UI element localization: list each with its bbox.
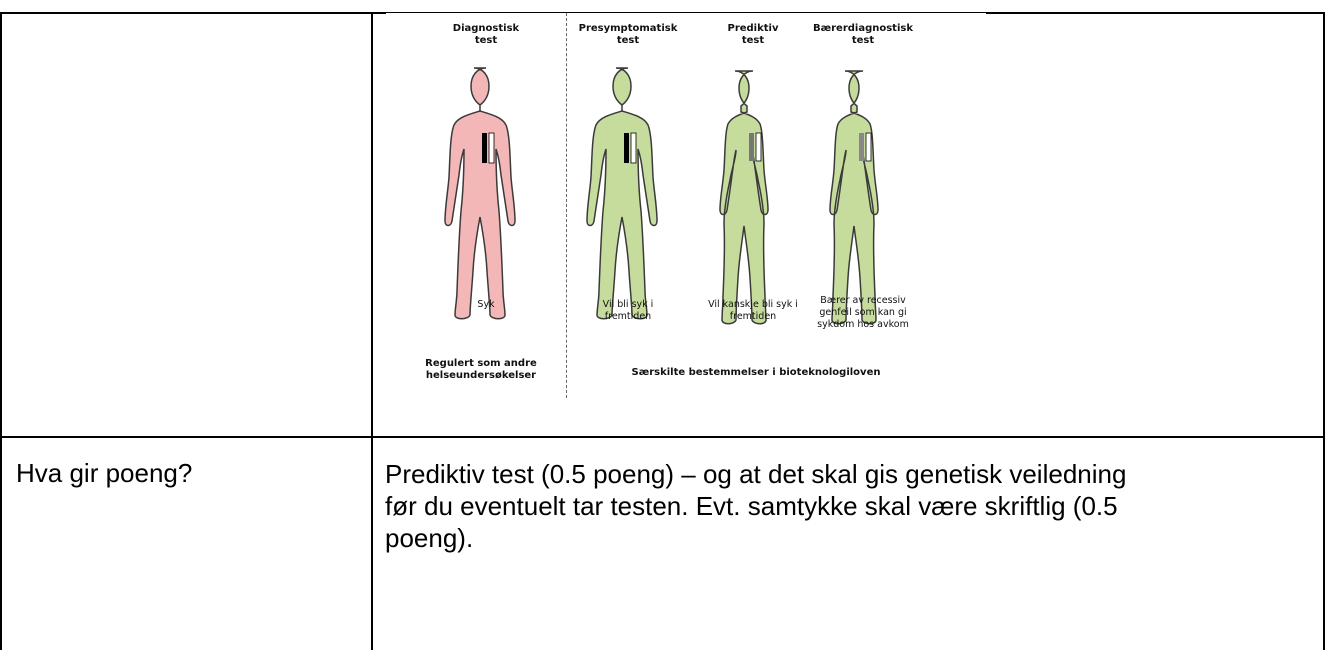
- answer-line: poeng).: [385, 522, 1315, 554]
- caption-line: Bærer av recessiv: [803, 295, 923, 307]
- title-line: test: [698, 35, 808, 47]
- title-prediktiv: Prediktiv test: [698, 23, 808, 47]
- figure-baererdiagnostisk-body: [830, 71, 878, 324]
- footer-left: Regulert som andre helseundersøkelser: [411, 358, 551, 382]
- title-line: test: [808, 35, 918, 47]
- title-diagnostisk: Diagnostisk test: [431, 23, 541, 47]
- caption-prediktiv: Vil kanskje bli syk i fremtiden: [693, 299, 813, 323]
- figure-diagnostisk-body: [445, 68, 515, 319]
- table-left-border: [0, 12, 2, 650]
- figure-presymptomatisk-body: [587, 68, 657, 319]
- table-row-divider: [0, 436, 1325, 438]
- answer-text: Prediktiv test (0.5 poeng) – og at det s…: [385, 458, 1315, 554]
- footer-right: Særskilte bestemmelser i bioteknologilov…: [606, 367, 906, 379]
- title-line: Presymptomatisk: [573, 23, 683, 35]
- caption-line: Vil kanskje bli syk i: [693, 299, 813, 311]
- answer-line: før du eventuelt tar testen. Evt. samtyk…: [385, 490, 1315, 522]
- caption-line: Vil bli syk i: [568, 299, 688, 311]
- title-line: Diagnostisk: [431, 23, 541, 35]
- caption-line: fremtiden: [568, 311, 688, 323]
- footer-line: Regulert som andre: [411, 358, 551, 370]
- answer-line: Prediktiv test (0.5 poeng) – og at det s…: [385, 458, 1315, 490]
- caption-presymptomatisk: Vil bli syk i fremtiden: [568, 299, 688, 323]
- caption-baererdiagnostisk: Bærer av recessiv genfeil som kan gi syk…: [803, 295, 923, 331]
- title-line: Bærerdiagnostisk: [808, 23, 918, 35]
- title-line: Prediktiv: [698, 23, 808, 35]
- title-line: test: [573, 35, 683, 47]
- footer-line: helseundersøkelser: [411, 370, 551, 382]
- title-presymptomatisk: Presymptomatisk test: [573, 23, 683, 47]
- genetic-tests-figure: Diagnostisk test Presymptomatisk test Pr…: [386, 13, 986, 398]
- title-line: test: [431, 35, 541, 47]
- caption-line: Syk: [426, 299, 546, 311]
- table-column-divider: [371, 12, 373, 650]
- caption-line: fremtiden: [693, 311, 813, 323]
- caption-line: sykdom hos avkom: [803, 319, 923, 331]
- figure-prediktiv-body: [720, 71, 768, 324]
- caption-diagnostisk: Syk: [426, 299, 546, 311]
- caption-line: genfeil som kan gi: [803, 307, 923, 319]
- row-label: Hva gir poeng?: [16, 458, 192, 489]
- title-baererdiagnostisk: Bærerdiagnostisk test: [808, 23, 918, 47]
